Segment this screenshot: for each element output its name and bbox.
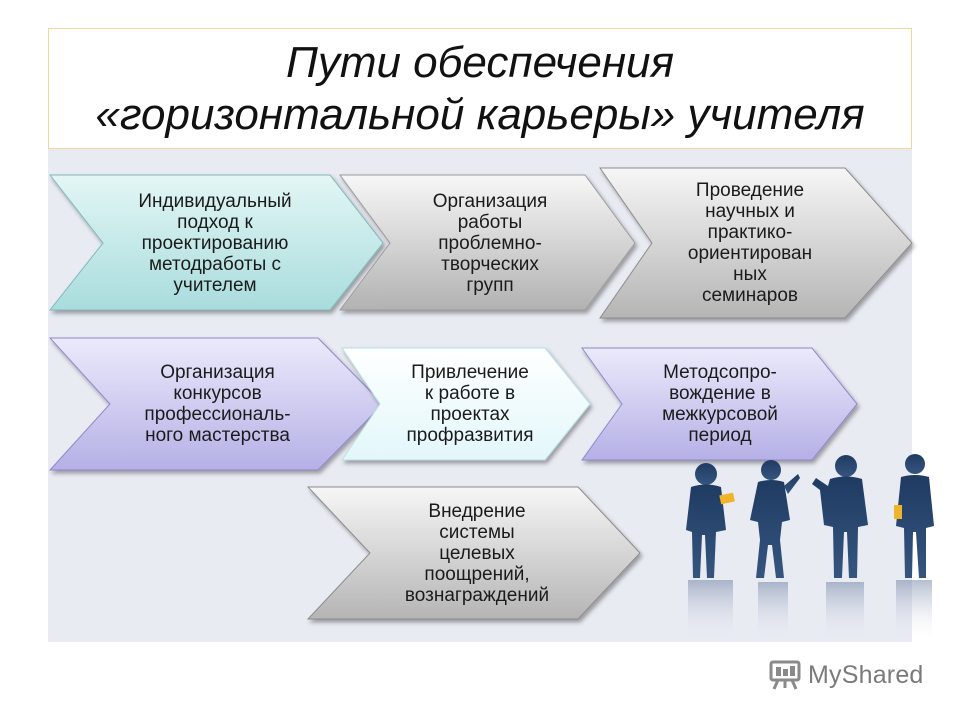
step-text-line: методработы с [148,253,282,275]
step-text-line: вознаграждений [404,584,550,606]
step-chevron-groups [339,174,636,311]
step-text-line: Проведение [695,180,805,201]
step-text-line: научных и [705,201,795,222]
step-chevron-support [581,347,858,461]
step-chevron-seminars [599,167,913,319]
step-text-line: работы [457,211,523,233]
step-chevron-rewards [306,486,641,620]
step-text-line: ного мастерства [145,425,290,446]
step-chevron-projects [341,347,591,461]
title-line-2: «горизонтальной карьеры» учителя [95,89,865,139]
watermark: MyShared [768,655,924,695]
step-text-line: к работе в [424,383,516,404]
document-icon [719,492,735,505]
step-text-line: поощрений, [424,563,530,585]
folder-icon [894,505,902,519]
step-text-line: профразвития [406,425,534,446]
step-chevron-individual [48,174,384,311]
person-4-silhouette [896,454,934,578]
step-text-line: целевых [439,542,515,564]
step-text-line: системы [439,521,515,543]
person-2-silhouette [750,460,800,578]
step-text-line: Индивидуальный [138,190,292,212]
projector-screen-icon [769,660,801,690]
step-text-line: вождение в [669,383,771,404]
step-text-line: период [688,425,752,446]
step-text-line: подход к [177,211,253,233]
step-text-line: творческих [441,253,539,275]
people-reflection [688,580,932,640]
step-text-line: Организация [432,190,548,212]
step-text-line: семинаров [701,285,799,306]
step-text-line: ориентирован [687,243,813,264]
step-text-line: групп [466,274,514,296]
step-text-line: проектах [430,404,510,425]
step-text-line: учителем [173,274,257,296]
step-text-line: профессиональ- [144,404,291,425]
person-1-silhouette [686,463,726,578]
step-text-line: проектированию [141,232,289,254]
step-text-line: Методсопро- [663,362,777,383]
step-text-line: проблемно- [438,232,542,254]
step-text-line: Организация [160,362,275,383]
watermark-text: MyShared [808,660,924,689]
step-text-line: практико- [707,222,793,243]
step-text-line: конкурсов [173,383,262,404]
title-box: Пути обеспечения «горизонтальной карьеры… [48,28,912,149]
step-text-line: Привлечение [411,362,529,383]
step-chevron-contests [48,337,384,471]
step-text-line: межкурсовой [662,404,778,425]
person-3-silhouette [812,455,868,578]
step-text-line: ных [733,264,767,285]
business-people-silhouettes-icon [686,454,934,640]
step-text-line: Внедрение [428,500,526,522]
title-line-1: Пути обеспечения [285,37,675,87]
